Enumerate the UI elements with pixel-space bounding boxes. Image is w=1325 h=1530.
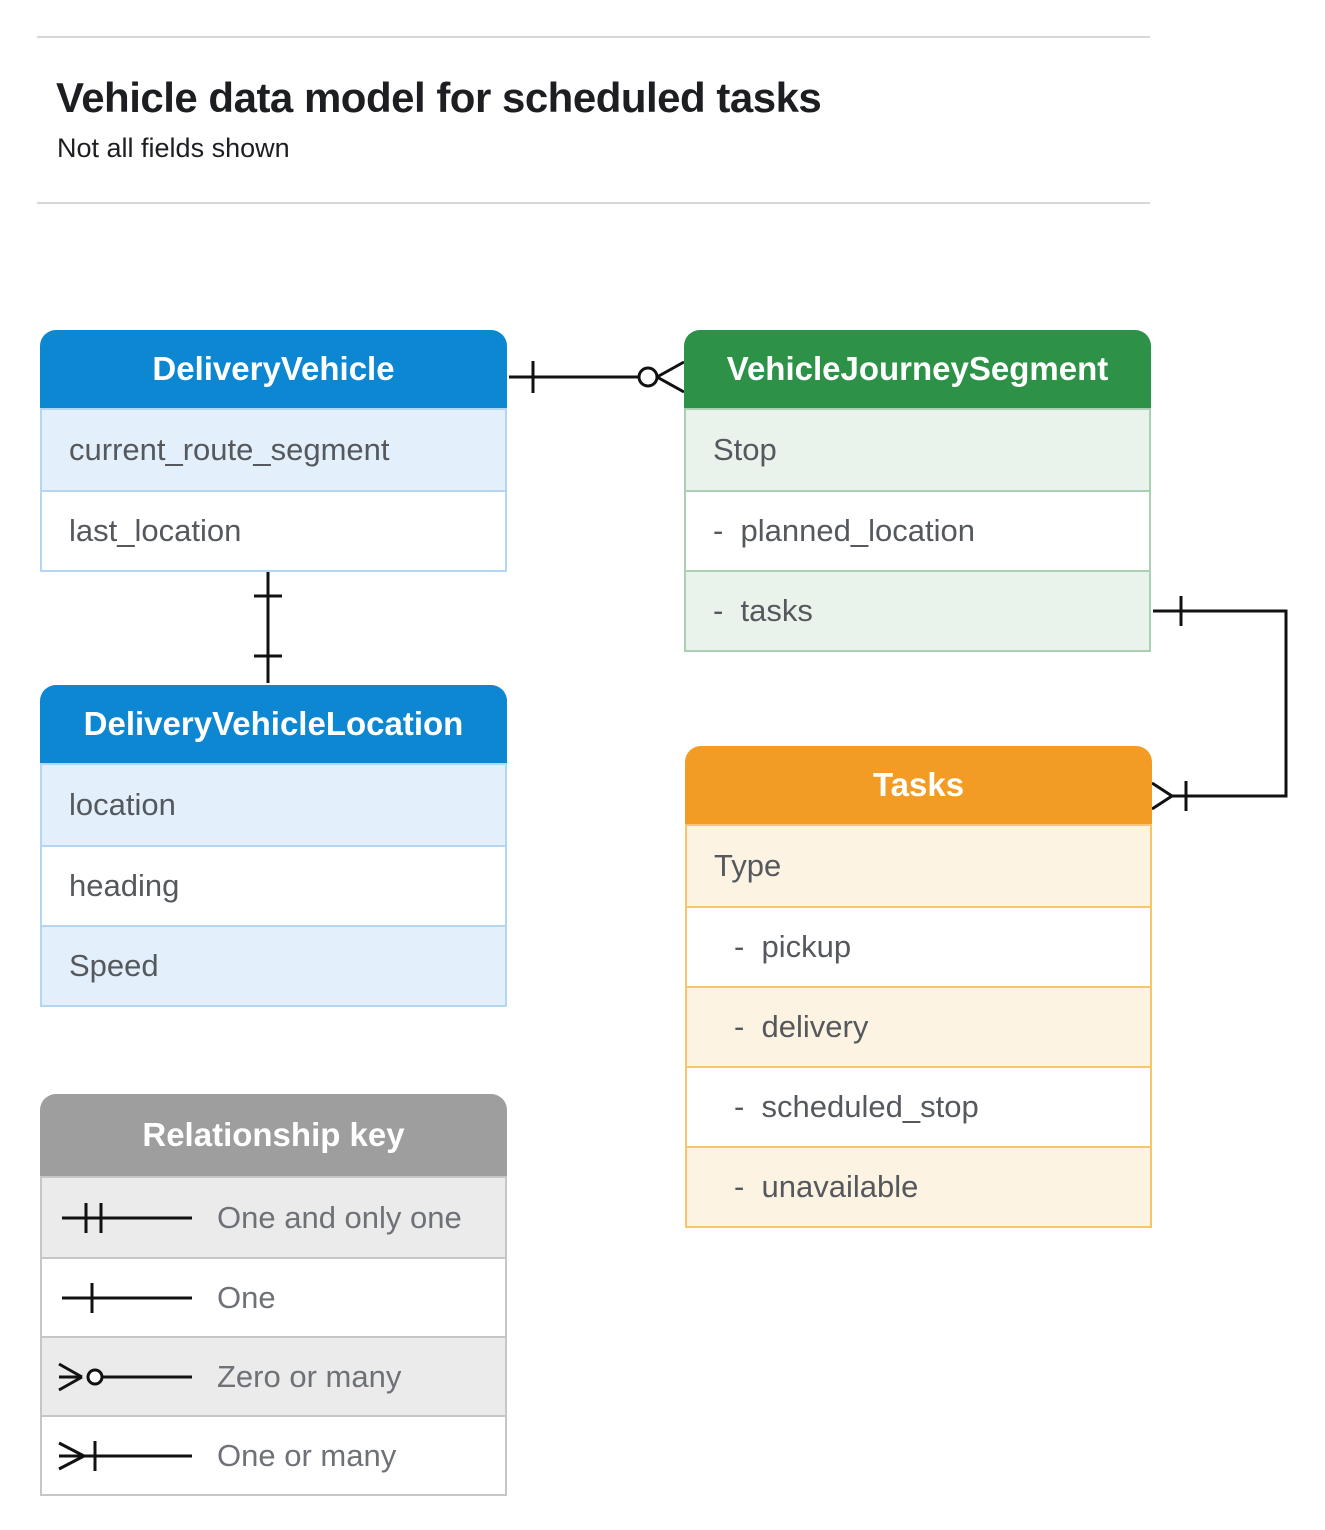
field-row: heading — [42, 845, 505, 925]
zero-or-many-icon — [57, 1355, 197, 1399]
field-row: Stop — [686, 410, 1149, 490]
one-icon — [57, 1276, 197, 1320]
one-or-many-icon — [57, 1434, 197, 1478]
legend-label: One — [217, 1279, 276, 1315]
divider-top — [37, 36, 1150, 38]
field-row: Speed — [42, 925, 505, 1005]
legend-rows: One and only one One Zero or many One or… — [40, 1176, 507, 1496]
field-row: - pickup — [687, 906, 1150, 986]
entity-title: Tasks — [685, 746, 1152, 824]
entity-title: DeliveryVehicleLocation — [40, 685, 507, 763]
divider-bottom — [37, 202, 1150, 204]
field-row: - tasks — [686, 570, 1149, 650]
legend-row: Zero or many — [42, 1336, 505, 1415]
entity-title: DeliveryVehicle — [40, 330, 507, 408]
one-and-only-one-icon — [57, 1196, 197, 1240]
crow-foot-icon — [656, 360, 685, 379]
field-row: location — [42, 765, 505, 845]
crow-foot-icon — [1151, 794, 1173, 811]
legend-label: One or many — [217, 1437, 397, 1473]
page-title: Vehicle data model for scheduled tasks — [56, 74, 822, 121]
zero-circle-icon — [637, 366, 659, 388]
field-row: - delivery — [687, 986, 1150, 1066]
entity-title: VehicleJourneySegment — [684, 330, 1151, 408]
field-row: - scheduled_stop — [687, 1066, 1150, 1146]
entity-fields: Type- pickup- delivery- scheduled_stop- … — [685, 824, 1152, 1228]
crow-foot-icon — [1151, 781, 1173, 798]
legend-row: One or many — [42, 1415, 505, 1494]
crow-foot-icon — [656, 375, 685, 394]
field-row: - unavailable — [687, 1146, 1150, 1226]
field-row: current_route_segment — [42, 410, 505, 490]
entity-fields: Stop- planned_location- tasks — [684, 408, 1151, 652]
legend-row: One and only one — [42, 1178, 505, 1257]
relationship-key: Relationship key One and only one One Ze… — [40, 1094, 507, 1496]
legend-label: Zero or many — [217, 1358, 402, 1394]
page-subtitle: Not all fields shown — [57, 133, 290, 163]
field-row: Type — [687, 826, 1150, 906]
legend-label: One and only one — [217, 1199, 462, 1235]
legend-title: Relationship key — [40, 1094, 507, 1176]
field-row: last_location — [42, 490, 505, 570]
connector-vehiclejourneysegment-tasks — [1153, 609, 1288, 798]
legend-row: One — [42, 1257, 505, 1336]
field-row: - planned_location — [686, 490, 1149, 570]
